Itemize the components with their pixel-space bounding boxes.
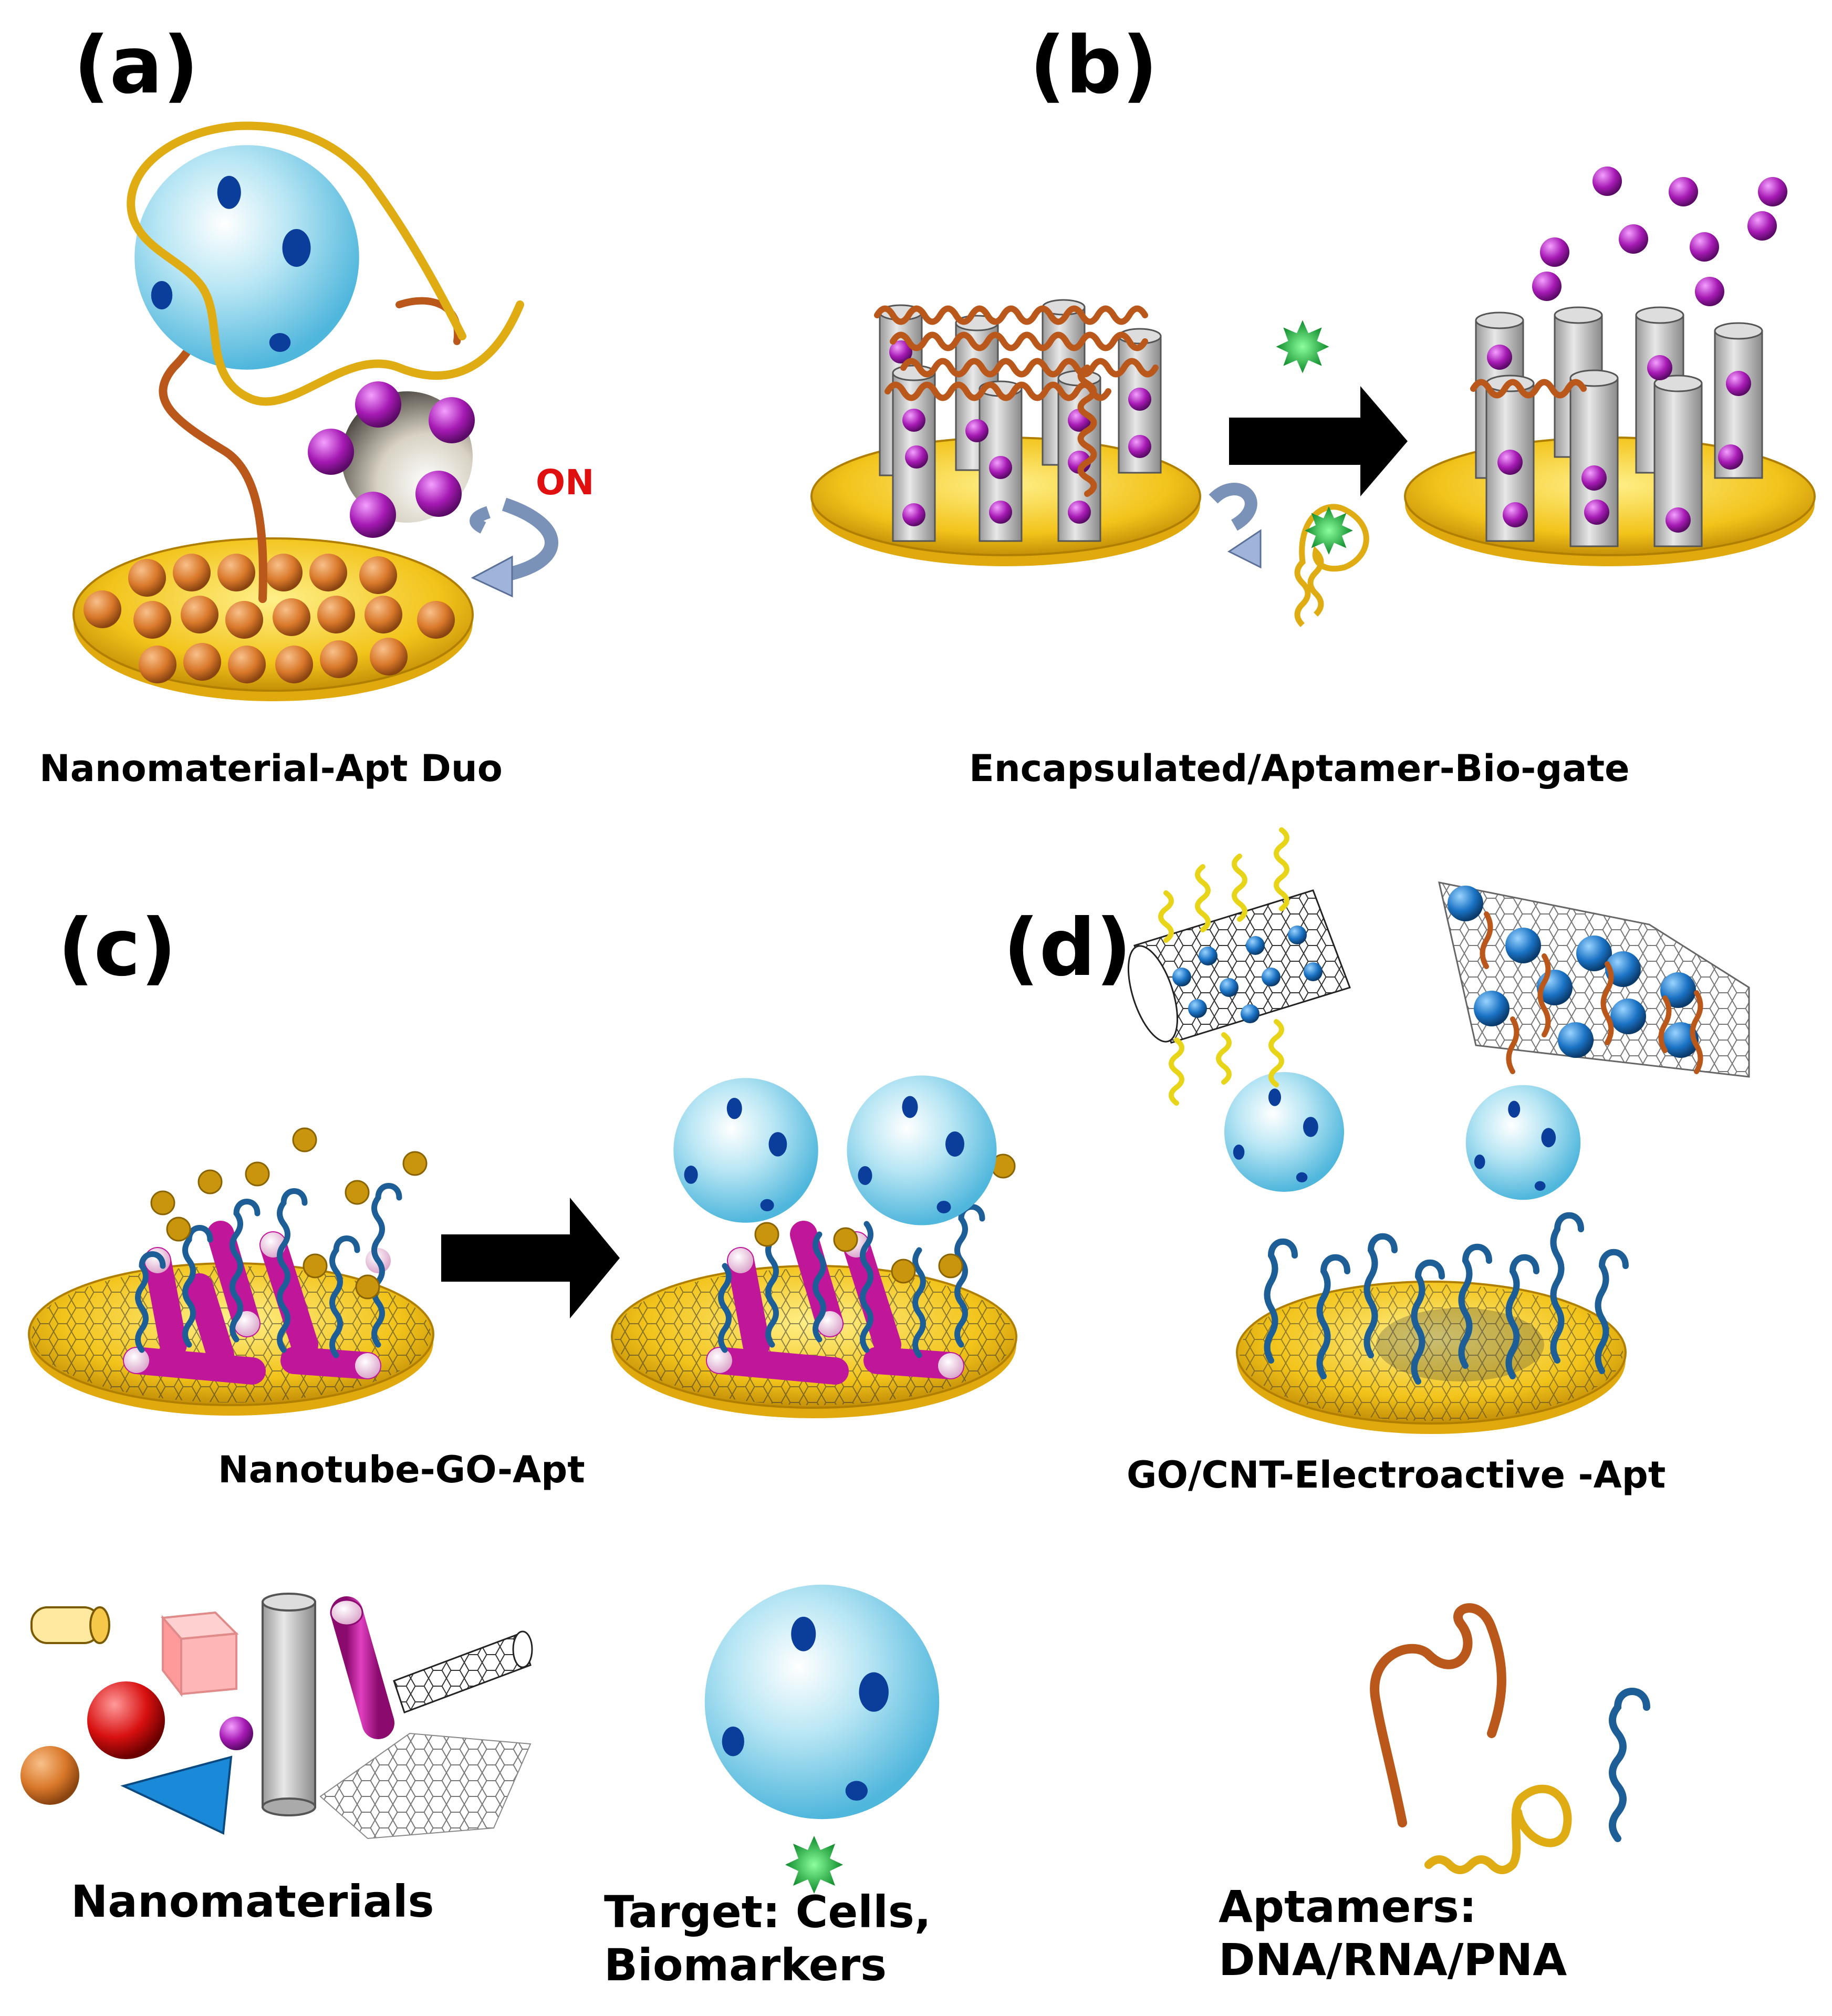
yellow-aptamer-strand [127,121,524,406]
grey-cylinder-icon [262,1593,316,1816]
caption-panel-d: GO/CNT-Electroactive -Apt [1127,1453,1666,1497]
caption-panel-a: Nanomaterial-Apt Duo [39,747,503,790]
on-switch-label: ON [536,462,595,503]
purple-beads-a [308,381,475,538]
panel-c-diagram [28,1075,1017,1418]
magenta-nanotubes-right [706,1221,964,1385]
blue-aptamers-d [1264,1212,1629,1385]
aptamer-gates-b [874,305,1159,497]
orange-aptamer-icon [1370,1603,1506,1827]
caption-panel-b: Encapsulated/Aptamer-Bio-gate [969,747,1630,790]
legend-aptamers-label: Aptamers: DNA/RNA/PNA [1219,1880,1567,1987]
cube-icon [160,1611,239,1697]
orange-sphere-icon [20,1746,79,1805]
blue-aptamers-left [135,1183,402,1358]
legend-aptamer-icons [1370,1603,1650,1874]
red-sphere-icon [87,1681,165,1759]
panel-a-diagram [72,121,558,701]
blue-aptamer-icon [1609,1688,1650,1842]
panel-c-label: (c) [58,902,177,994]
right-arrow-b [1229,386,1408,496]
blue-triangle-icon [120,1755,233,1835]
gold-beads-left [150,1127,428,1300]
target-cell-icon [704,1584,940,1820]
panel-a-label: (a) [74,20,199,111]
panel-d-label: (d) [1003,902,1132,994]
caption-panel-c: Nanotube-GO-Apt [218,1448,585,1491]
target-star-b-top [1276,320,1329,373]
captured-cell-c-1 [673,1078,818,1223]
captured-cell-d-1 [1224,1072,1344,1192]
captured-cell-c-2 [847,1075,997,1225]
released-cargo-beads [1532,167,1787,306]
blue-aptamers-right [718,1204,985,1358]
panel-d-diagram [1127,827,1750,1434]
panel-b-label: (b) [1029,20,1158,111]
legend-nanomaterials-icons [20,1593,533,1840]
panel-b-diagram [810,167,1816,627]
nanotube-icon [393,1630,533,1713]
legend-target-label: Target: Cells, Biomarkers [604,1886,931,1992]
rotate-arrow-icon [470,497,558,598]
purple-sphere-icon [220,1717,253,1750]
captured-cell-d-2 [1465,1085,1581,1200]
magenta-tube-icon [330,1596,394,1739]
right-arrow-c [441,1198,620,1318]
legend-target-line1: Target: Cells, [604,1886,931,1938]
carbon-nanotube-d [1127,827,1351,1106]
gold-beads-right [754,1154,1016,1284]
graphene-sheet-icon [319,1732,532,1840]
legend-target-line2: Biomarkers [604,1939,887,1991]
orange-nanoparticles [84,554,455,683]
yellow-aptamer-icon [1424,1784,1572,1874]
biomarker-star-icon [785,1836,843,1894]
legend-aptamers-line1: Aptamers: [1219,1881,1477,1932]
legend-aptamers-line2: DNA/RNA/PNA [1219,1934,1567,1986]
legend-nanomaterials-label: Nanomaterials [71,1876,434,1927]
aptamer-binding-icon [1209,483,1369,627]
graphene-oxide-sheet-d [1438,881,1750,1078]
legend-target-icons [704,1584,940,1894]
